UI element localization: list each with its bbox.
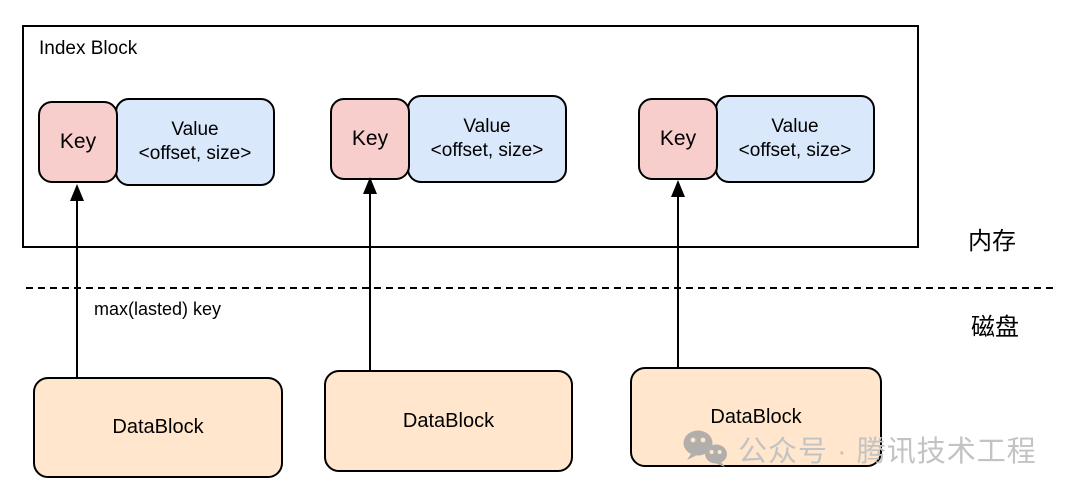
wechat-icon xyxy=(682,429,730,469)
key-box: Key xyxy=(38,101,118,183)
arrow-line xyxy=(369,191,371,370)
memory-label: 内存 xyxy=(968,228,1016,255)
max-key-caption: max(lasted) key xyxy=(94,299,222,319)
key-box: Key xyxy=(638,98,718,180)
value-box: Value <offset, size> xyxy=(715,95,875,183)
value-title: Value xyxy=(171,118,219,140)
datablock-box-2: DataBlock xyxy=(324,370,573,472)
arrow-line xyxy=(677,194,679,367)
datablock-label: DataBlock xyxy=(112,416,204,438)
value-box: Value <offset, size> xyxy=(407,95,567,183)
key-box: Key xyxy=(330,98,410,180)
index-entry-2: Key Value <offset, size> xyxy=(330,95,567,183)
disk-label: 磁盘 xyxy=(971,314,1019,341)
datablock-label: DataBlock xyxy=(710,405,802,428)
value-subtitle: <offset, size> xyxy=(738,140,852,161)
arrowhead-up-icon xyxy=(363,177,377,194)
datablock-box-3: DataBlock xyxy=(630,367,882,467)
index-entry-3: Key Value <offset, size> xyxy=(638,95,875,183)
memory-disk-divider xyxy=(26,287,1055,289)
datablock-label: DataBlock xyxy=(402,409,495,432)
arrow-line xyxy=(76,198,78,377)
index-block-title: Index Block xyxy=(39,38,138,59)
arrowhead-up-icon xyxy=(671,180,685,197)
value-subtitle: <offset, size> xyxy=(430,140,544,161)
index-entry-1: Key Value <offset, size> xyxy=(38,98,275,186)
value-subtitle: <offset, size> xyxy=(138,143,252,164)
value-title: Value xyxy=(463,115,511,137)
watermark: 公众号 · 腾讯技术工程 xyxy=(682,428,1037,470)
arrowhead-up-icon xyxy=(70,184,84,201)
value-box: Value <offset, size> xyxy=(115,98,275,186)
value-title: Value xyxy=(771,115,819,137)
datablock-box-1: DataBlock xyxy=(33,377,283,478)
watermark-text: 公众号 · 腾讯技术工程 xyxy=(738,436,1037,468)
